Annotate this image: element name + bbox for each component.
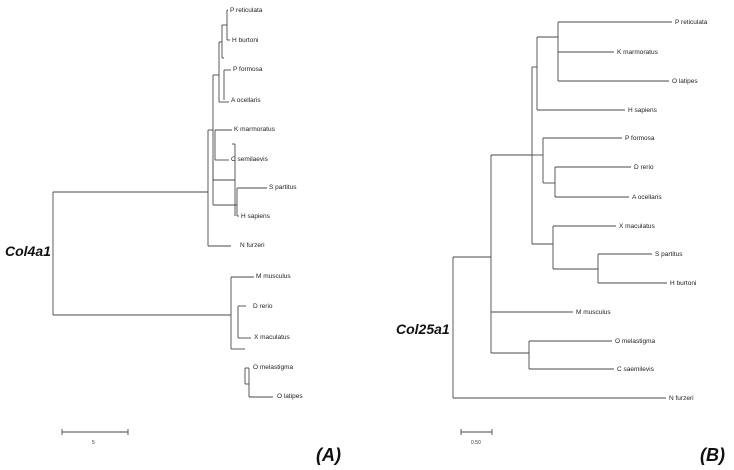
tree-b-leaf: M musculus [576,309,611,316]
tree-b-leaf: N furzeri [669,395,694,402]
tree-a-leaf: D rerio [253,303,273,310]
tree-b-leaf: K marmoratus [617,49,659,56]
tree-a-leaf: A ocellaris [231,97,261,104]
tree-a-leaf: O melastigma [253,364,293,371]
tree-a-leaf: C semilaevis [231,156,269,163]
scale-label-a: 5 [92,440,95,446]
tree-b-leaf: H burtoni [670,280,696,287]
tree-a-leaf: S partitus [269,184,297,191]
tree-b-leaf: H sapiens [628,107,658,114]
tree-a-leaf: N furzeri [240,242,265,249]
tree-b-leaf: O melastigma [615,338,655,345]
scale-label-b: 0.50 [471,440,481,446]
tree-b-leaf: P reticulata [675,19,708,26]
scale-bar-a: 5 [61,429,129,446]
tree-b-leaf: X maculatus [619,223,656,230]
tree-a-leaf: K marmoratus [234,126,276,133]
panel-label-b: (B) [700,445,725,465]
tree-b: P reticulata K marmoratus O latipes H sa… [396,19,725,465]
gene-label-a: Col4a1 [5,243,51,259]
scale-bar-b: 0.50 [460,429,493,446]
panel-label-a: (A) [316,445,341,465]
tree-a-leaf: O latipes [277,393,303,400]
tree-a-leaf: P formosa [233,66,263,73]
tree-a: P reticulata H burtoni P formosa A ocell… [5,7,341,465]
tree-b-leaf: O latipes [672,78,698,85]
tree-a-leaf: H burtoni [232,37,258,44]
tree-a-leaf: P reticulata [230,7,263,14]
gene-label-b: Col25a1 [396,321,450,337]
tree-b-leaf: D rerio [634,164,654,171]
tree-a-leaf: H sapiens [241,213,271,220]
tree-b-leaf: A ocellaris [632,194,662,201]
tree-b-leaf: S partitus [655,251,683,258]
tree-b-leaf: C saemilevis [617,366,655,373]
tree-a-leaf: X maculatus [254,334,291,341]
tree-a-leaf: M musculus [256,273,291,280]
tree-b-leaf: P formosa [625,135,655,142]
